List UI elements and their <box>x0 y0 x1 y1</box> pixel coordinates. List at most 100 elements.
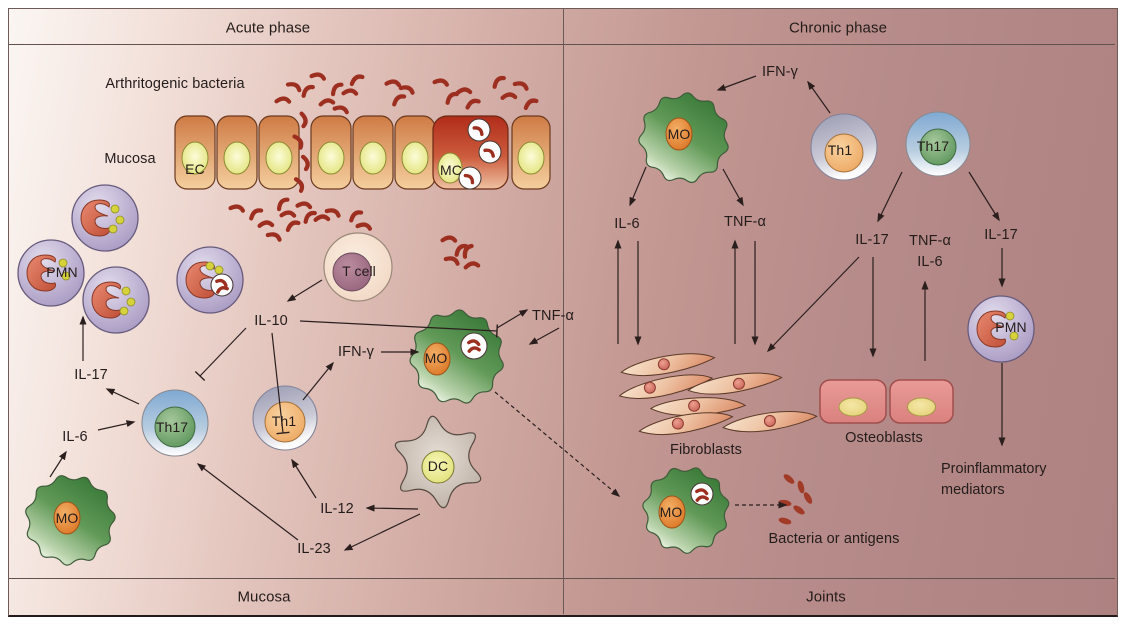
bacterium-icon <box>462 243 474 259</box>
pmn-cell <box>17 239 85 307</box>
il17-to-fibroblast-arrow <box>766 256 860 353</box>
cell-nucleus <box>223 141 251 175</box>
cell-nucleus <box>907 397 936 417</box>
th17-to-il17-arrow-right <box>968 171 1000 222</box>
cell-nucleus <box>643 381 656 394</box>
macrophage-cell <box>25 475 116 566</box>
bacterium-icon <box>793 505 805 515</box>
cell-nucleus <box>91 281 121 319</box>
bacterium-icon <box>463 261 481 270</box>
il10-inhibits-mo-tbar <box>299 320 498 332</box>
phagosome-icon <box>690 482 714 506</box>
bacterium-icon <box>432 78 450 87</box>
cell-nucleus <box>732 377 745 390</box>
granule-icon <box>108 224 118 234</box>
granule-icon <box>126 297 136 307</box>
il10-inhibits-th17-tbar-cap <box>194 370 206 382</box>
il10-inhibits-mo-tbar-cap <box>495 324 499 338</box>
granule-icon <box>205 261 215 271</box>
phagosome-icon <box>478 140 502 164</box>
bacterium-icon <box>443 256 460 266</box>
bacterium-icon <box>318 98 336 107</box>
bacterium-icon <box>500 92 518 100</box>
fibroblast-cell <box>638 412 734 435</box>
fibroblast-cell <box>620 353 716 376</box>
pmn-cell <box>71 184 139 252</box>
il10-inhibits-th17-tbar <box>199 327 247 377</box>
cell-nucleus <box>265 141 293 175</box>
cell-nucleus <box>359 141 387 175</box>
bacterium-icon <box>778 499 792 507</box>
bacterium-icon <box>454 243 468 257</box>
panel-divider-line <box>563 9 564 614</box>
bacterium-icon <box>349 210 364 223</box>
bacterium-icon <box>299 111 308 129</box>
bacterium-icon <box>285 82 302 93</box>
bacterium-icon <box>455 87 473 95</box>
osteoblast-cell <box>819 379 887 424</box>
bacterium-icon <box>512 81 529 91</box>
cell-nucleus <box>517 141 545 175</box>
cell-nucleus <box>154 406 196 448</box>
cell-nucleus <box>976 310 1006 348</box>
bacterium-icon <box>228 204 246 213</box>
ifn-gamma-to-mo-arrow-chronic <box>716 75 757 91</box>
cell-nucleus <box>437 152 463 184</box>
cell-nucleus <box>80 199 110 237</box>
fibroblast-cell <box>722 411 818 433</box>
th1-cell <box>252 385 318 451</box>
cell-nucleus <box>658 495 686 529</box>
granule-icon <box>1009 331 1019 341</box>
bacterium-icon <box>309 72 327 81</box>
cell-nucleus <box>53 501 81 535</box>
th17-cell <box>905 111 971 177</box>
bacterium-icon <box>492 75 506 89</box>
granule-icon <box>58 258 68 268</box>
bacterium-icon <box>295 201 313 210</box>
il12-to-th1-arrow <box>291 458 317 499</box>
phagosome-icon <box>210 273 234 297</box>
mo-to-tnf-alpha-arrow <box>496 309 529 329</box>
mo-migration-dashed-arrow <box>494 391 621 497</box>
phagosome-icon <box>458 166 482 190</box>
bacterium-icon <box>257 220 275 228</box>
bacterium-icon <box>349 74 365 87</box>
epithelial-cell <box>174 115 216 190</box>
cell-nucleus <box>181 141 209 175</box>
bacterium-icon <box>355 222 373 231</box>
bacterium-icon <box>384 79 402 88</box>
epithelial-cell <box>394 115 436 190</box>
dc-to-il23-arrow <box>343 513 421 551</box>
cell-nucleus <box>332 252 372 292</box>
bacterium-icon <box>341 88 359 96</box>
cell-nucleus <box>421 450 455 484</box>
epithelial-cell <box>216 115 258 190</box>
cell-nucleus <box>763 415 776 428</box>
bacterium-icon <box>303 210 317 224</box>
mo-to-il6-arrow-chronic <box>629 166 647 207</box>
bacterium-icon <box>293 177 305 193</box>
cell-nucleus <box>665 117 693 151</box>
bacterium-icon <box>330 82 344 97</box>
pmn-cell <box>176 246 244 314</box>
mo-to-il6-arrow <box>49 450 67 478</box>
t-cell-to-il10-arrow <box>286 279 323 302</box>
th17-cell <box>141 389 209 457</box>
bacterium-icon <box>285 220 301 233</box>
bacterium-icon <box>778 517 792 525</box>
mo-to-tnf-alpha-arrow-chronic <box>722 168 744 207</box>
th1-to-ifn-gamma-arrow <box>302 361 334 401</box>
cell-nucleus <box>401 141 429 175</box>
il10-inhibits-th1-tbar-cap <box>276 431 290 435</box>
th1-cell <box>810 113 878 181</box>
dendritic-cell <box>394 415 482 509</box>
osteoblast-cell <box>889 379 954 424</box>
th17-to-il17-arrow <box>105 388 140 405</box>
dc-to-il12-arrow <box>365 504 419 512</box>
bacterium-icon <box>797 480 805 494</box>
cell-nucleus <box>919 128 957 166</box>
granule-icon <box>110 204 120 214</box>
header-divider-line <box>9 44 1115 45</box>
granule-icon <box>1005 311 1015 321</box>
